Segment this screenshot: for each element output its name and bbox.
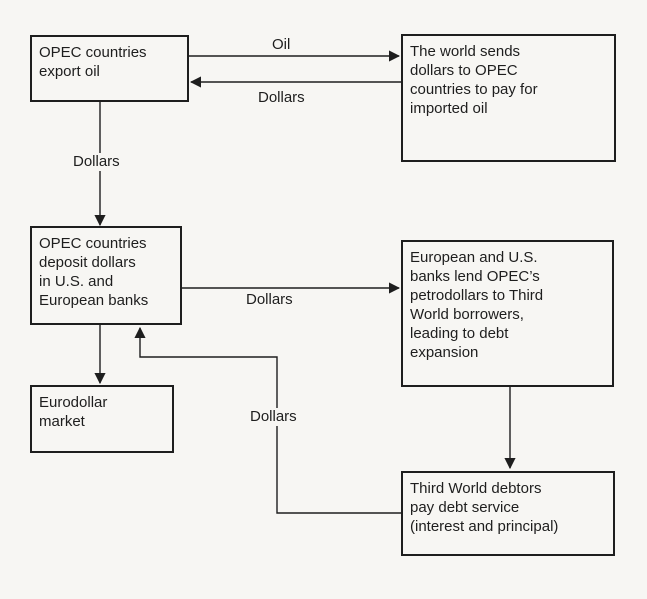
arrow-dollars-back [134, 326, 401, 514]
label-dollars-to-banks: Dollars [246, 291, 293, 309]
box-third-world-debtors: Third World debtors pay debt service (in… [401, 471, 615, 556]
label-oil: Oil [272, 36, 291, 54]
box-opec-deposit-dollars: OPEC countries deposit dollars in U.S. a… [30, 226, 182, 325]
box-world-sends-dollars: The world sends dollars to OPEC countrie… [401, 34, 616, 162]
label-dollars-down: Dollars [73, 153, 120, 171]
label-dollars-back: Dollars [250, 408, 297, 426]
label-dollars-to-opec: Dollars [258, 89, 305, 107]
box-opec-export-oil: OPEC countries export oil [30, 35, 189, 102]
box-eurodollar-market: Eurodollar market [30, 385, 174, 453]
box-banks-lend-petrodollars: European and U.S. banks lend OPEC’s petr… [401, 240, 614, 387]
